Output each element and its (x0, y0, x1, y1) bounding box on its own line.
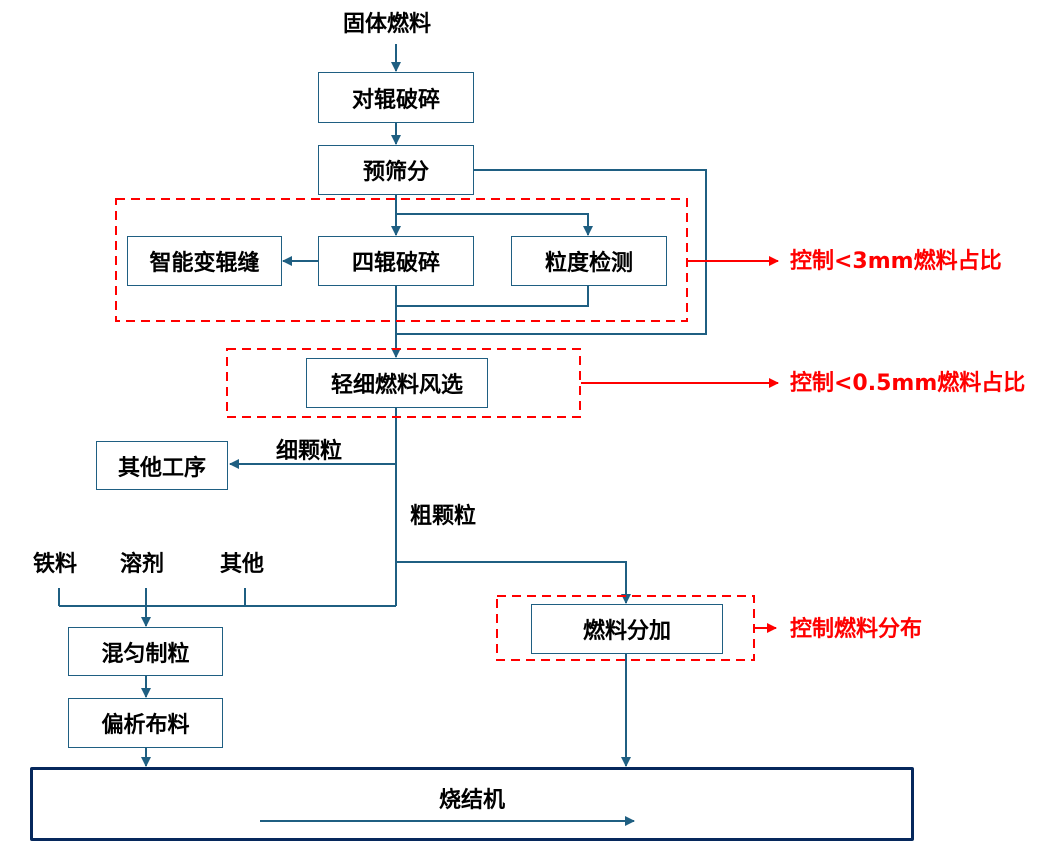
edge-label-coarse: 粗颗粒 (410, 504, 477, 529)
node-label: 偏析布料 (101, 713, 190, 738)
node-pre-screen: 预筛分 (318, 145, 474, 195)
node-label: 燃料分加 (582, 619, 671, 644)
arrow-to-size-detect (396, 213, 593, 236)
raw-input-iron: 铁料 (33, 552, 78, 577)
control-label-distribution: 控制燃料分布 (790, 617, 923, 642)
node-label: 混匀制粒 (101, 641, 190, 667)
node-air-separation: 轻细燃料风选 (306, 358, 488, 408)
node-smart-gap: 智能变辊缝 (127, 236, 282, 286)
node-size-detect: 粒度检测 (511, 236, 667, 286)
node-label: 四辊破碎 (351, 251, 440, 276)
node-roller-crush: 对辊破碎 (318, 72, 474, 123)
node-fuel-split-add: 燃料分加 (531, 604, 723, 654)
control-zone-crushing (115, 198, 688, 322)
node-label: 智能变辊缝 (149, 251, 260, 276)
node-other-process: 其他工序 (96, 441, 228, 490)
node-label: 其他工序 (117, 455, 206, 481)
line-size-detect-join (396, 286, 589, 307)
raw-input-flux: 溶剂 (120, 552, 165, 577)
node-sinter-machine: 烧结机 (30, 767, 914, 841)
node-label: 预筛分 (362, 160, 429, 185)
node-label: 粒度检测 (544, 251, 633, 276)
node-segregation-feed: 偏析布料 (68, 698, 223, 748)
control-label-05mm: 控制<0.5mm燃料占比 (790, 371, 1026, 396)
sinter-machine-label: 烧结机 (438, 788, 505, 813)
input-fuel-label: 固体燃料 (343, 12, 432, 37)
line-prescreen-bypass (396, 169, 707, 335)
node-four-roll-crush: 四辊破碎 (318, 236, 474, 286)
node-label: 轻细燃料风选 (330, 373, 463, 398)
arrow-coarse-to-fuel-split (396, 561, 631, 604)
node-mix-granulate: 混匀制粒 (68, 627, 223, 676)
edge-label-fine: 细颗粒 (276, 439, 343, 464)
control-label-3mm: 控制<3mm燃料占比 (790, 249, 1002, 274)
node-label: 对辊破碎 (351, 87, 440, 113)
raw-input-other: 其他 (220, 552, 265, 577)
control-zone-fuel-split (496, 595, 755, 661)
